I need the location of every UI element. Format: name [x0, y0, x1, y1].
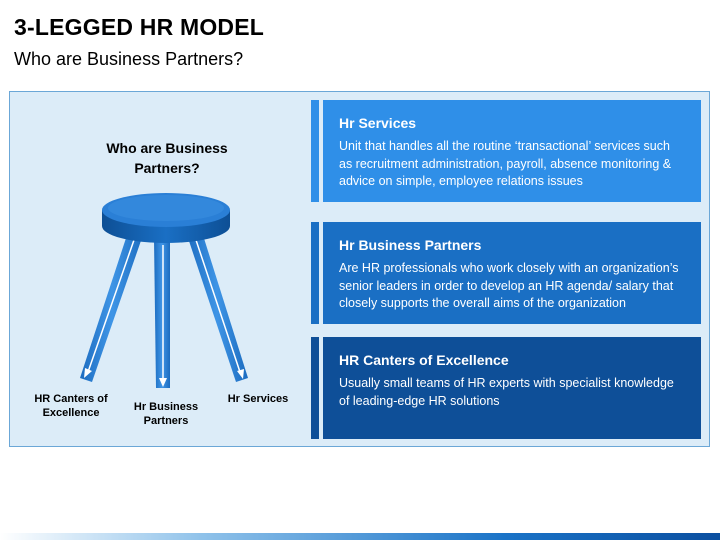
- stool-leg-left-arrowhead: [84, 368, 92, 378]
- card-hr-centers-of-excellence: HR Canters of Excellence Usually small t…: [323, 337, 701, 439]
- stool-seat-highlight: [108, 195, 224, 221]
- card-strip-business-partners: [311, 222, 319, 324]
- card-title: HR Canters of Excellence: [339, 352, 509, 368]
- card-title: Hr Services: [339, 115, 417, 131]
- stool-leg-left: [80, 232, 144, 382]
- card-title: Hr Business Partners: [339, 237, 482, 253]
- leg-label-business-partners: Hr Business Partners: [133, 401, 199, 427]
- page-title: 3-LEGGED HR MODEL: [14, 14, 265, 40]
- page-subtitle: Who are Business Partners?: [14, 49, 244, 69]
- bottom-accent-bar: [0, 533, 720, 540]
- card-hr-business-partners: Hr Business Partners Are HR professional…: [323, 222, 701, 324]
- card-text: Unit that handles all the routine ‘trans…: [339, 139, 672, 188]
- card-strip-centers-of-excellence: [311, 337, 319, 439]
- stool-leg-center: [154, 238, 170, 388]
- stool-leg-right-arrowhead: [237, 369, 244, 379]
- stool-leg-right-arrow-line: [195, 239, 241, 373]
- card-text: Are HR professionals who work closely wi…: [339, 261, 679, 310]
- stool-leg-left-arrow-line: [87, 239, 135, 373]
- leg-label-centers-of-excellence: HR Canters of Excellence: [34, 393, 108, 419]
- card-strip-hr-services: [311, 100, 319, 202]
- card-hr-services: Hr Services Unit that handles all the ro…: [323, 100, 701, 202]
- stool-leg-right: [186, 232, 248, 382]
- stool-leg-center-arrowhead: [159, 378, 167, 387]
- leg-label-hr-services: Hr Services: [227, 393, 289, 405]
- stool-heading: Who are Business Partners?: [106, 140, 228, 176]
- card-text: Usually small teams of HR experts with s…: [339, 376, 674, 408]
